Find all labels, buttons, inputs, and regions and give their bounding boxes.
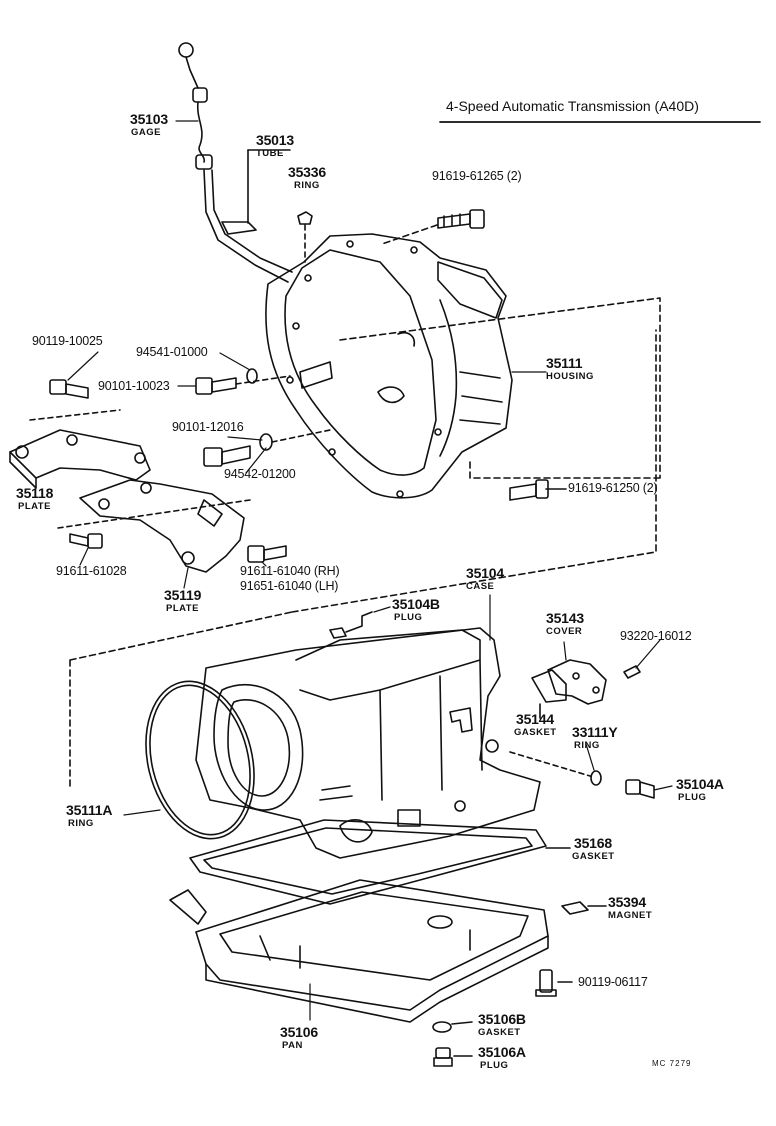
bolt-91611-61040-drawing [247, 545, 287, 563]
part-name-housing: HOUSING [546, 371, 594, 382]
filler-tube-drawing [203, 149, 293, 283]
part-name-plate-35119: PLATE [166, 603, 199, 614]
plug-35106a-drawing [433, 1047, 453, 1067]
part-number-35104: 35104 [466, 565, 504, 581]
part-number-94541-01000: 94541-01000 [136, 345, 208, 359]
part-number-90119-06117: 90119-06117 [578, 975, 648, 989]
part-number-35143: 35143 [546, 610, 584, 626]
plate-35119-drawing [79, 479, 245, 573]
part-number-94542-01200: 94542-01200 [224, 467, 296, 481]
bolt-91611-61028-drawing [69, 533, 103, 549]
bolt-90101-12016-drawing [203, 445, 251, 467]
part-name-ring-35336: RING [294, 180, 320, 191]
part-number-35336: 35336 [288, 164, 326, 180]
part-name-ring-35111a: RING [68, 818, 94, 829]
diagram-title: 4-Speed Automatic Transmission (A40D) [446, 98, 699, 114]
oil-pan-drawing [169, 879, 549, 1023]
part-number-91619-61265: 91619-61265 (2) [432, 169, 522, 183]
part-name-plug-35104b: PLUG [394, 612, 423, 623]
part-number-91611-61028: 91611-61028 [56, 564, 127, 578]
part-number-91611-61040-rh: 91611-61040 (RH) [240, 564, 340, 578]
bolt-90119-10025-drawing [49, 379, 89, 399]
part-number-35111: 35111 [546, 355, 583, 371]
part-number-35106a: 35106A [478, 1044, 526, 1060]
bolt-90101-10023-drawing [195, 377, 237, 395]
bell-housing-drawing [265, 233, 513, 499]
part-name-magnet: MAGNET [608, 910, 653, 921]
part-number-35103: 35103 [130, 111, 168, 127]
leader-lines [67, 120, 673, 1021]
part-number-35119: 35119 [164, 587, 202, 603]
gasket-35106b-drawing [432, 1021, 452, 1033]
ring-33111y-drawing [590, 770, 602, 786]
part-name-case: CASE [466, 581, 495, 592]
part-number-35394: 35394 [608, 894, 646, 910]
part-number-90101-12016: 90101-12016 [172, 420, 244, 434]
part-number-35118: 35118 [16, 485, 54, 501]
part-number-35144: 35144 [516, 711, 554, 727]
part-number-35013: 35013 [256, 132, 294, 148]
part-number-33111y: 33111Y [572, 724, 618, 740]
part-name-gage: GAGE [131, 127, 161, 138]
bolt-91619-61250-drawing [509, 479, 549, 501]
plate-35118-drawing [9, 429, 151, 489]
dipstick-gage-drawing [178, 42, 213, 170]
part-number-93220-16012: 93220-16012 [620, 629, 692, 643]
part-number-35106b: 35106B [478, 1011, 526, 1027]
part-number-35168: 35168 [574, 835, 612, 851]
part-name-plate-35118: PLATE [18, 501, 51, 512]
ring-35111a-drawing [145, 680, 255, 840]
ring-35336-drawing [297, 211, 313, 225]
part-name-tube: TUBE [256, 148, 284, 159]
cover-35143-drawing [547, 659, 607, 705]
part-number-35111a: 35111A [66, 802, 113, 818]
bolt-93220-16012-drawing [623, 665, 641, 679]
washer-94541-drawing [246, 368, 258, 384]
part-number-90119-10025: 90119-10025 [32, 334, 103, 348]
part-number-91619-61250: 91619-61250 (2) [568, 481, 658, 495]
part-number-35106: 35106 [280, 1024, 318, 1040]
part-name-cover: COVER [546, 626, 583, 637]
part-name-gasket-35144: GASKET [514, 727, 557, 738]
part-name-plug-35104a: PLUG [678, 792, 707, 803]
oil-pan-gasket-drawing [189, 819, 547, 905]
plug-35104a-drawing [625, 779, 655, 799]
part-number-35104b: 35104B [392, 596, 440, 612]
bolt-90119-06117-drawing [535, 969, 557, 997]
part-name-pan: PAN [282, 1040, 303, 1051]
part-name-plug-35106a: PLUG [480, 1060, 509, 1071]
transmission-case-drawing [195, 627, 541, 859]
part-name-gasket-35168: GASKET [572, 851, 615, 862]
part-number-91651-61040-lh: 91651-61040 (LH) [240, 579, 339, 593]
gasket-35144-drawing [531, 669, 567, 703]
magnet-35394-drawing [561, 901, 589, 915]
part-name-gasket-35106b: GASKET [478, 1027, 521, 1038]
bolt-91619-61265-drawing [437, 209, 485, 229]
part-number-90101-10023: 90101-10023 [98, 379, 170, 393]
plug-35104b-drawing [329, 611, 373, 639]
part-name-ring-33111y: RING [574, 740, 600, 751]
part-number-35104a: 35104A [676, 776, 724, 792]
illustration-code: MC 7279 [652, 1059, 692, 1068]
